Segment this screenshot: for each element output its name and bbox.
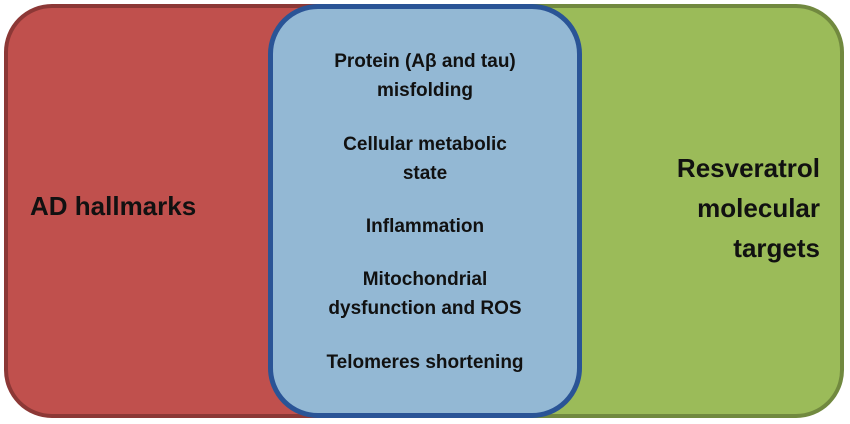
overlap-item-inflammation: Inflammation	[365, 215, 485, 237]
resveratrol-targets-label: Resveratrol molecular targets	[676, 153, 820, 263]
overlap-item-protein-misfolding: Protein (Aβ and tau) misfolding	[334, 51, 516, 102]
overlap-panel: Protein (Aβ and tau) misfolding Cellular…	[268, 4, 582, 418]
overlap-item-cellular-metabolic-state: Cellular metabolic state	[343, 133, 507, 184]
ad-hallmarks-label: AD hallmarks	[30, 191, 197, 221]
overlap-item-mitochondrial-dysfunction: Mitochondrial dysfunction and ROS	[328, 269, 522, 320]
overlap-item-telomeres-shortening: Telomeres shortening	[326, 351, 524, 373]
